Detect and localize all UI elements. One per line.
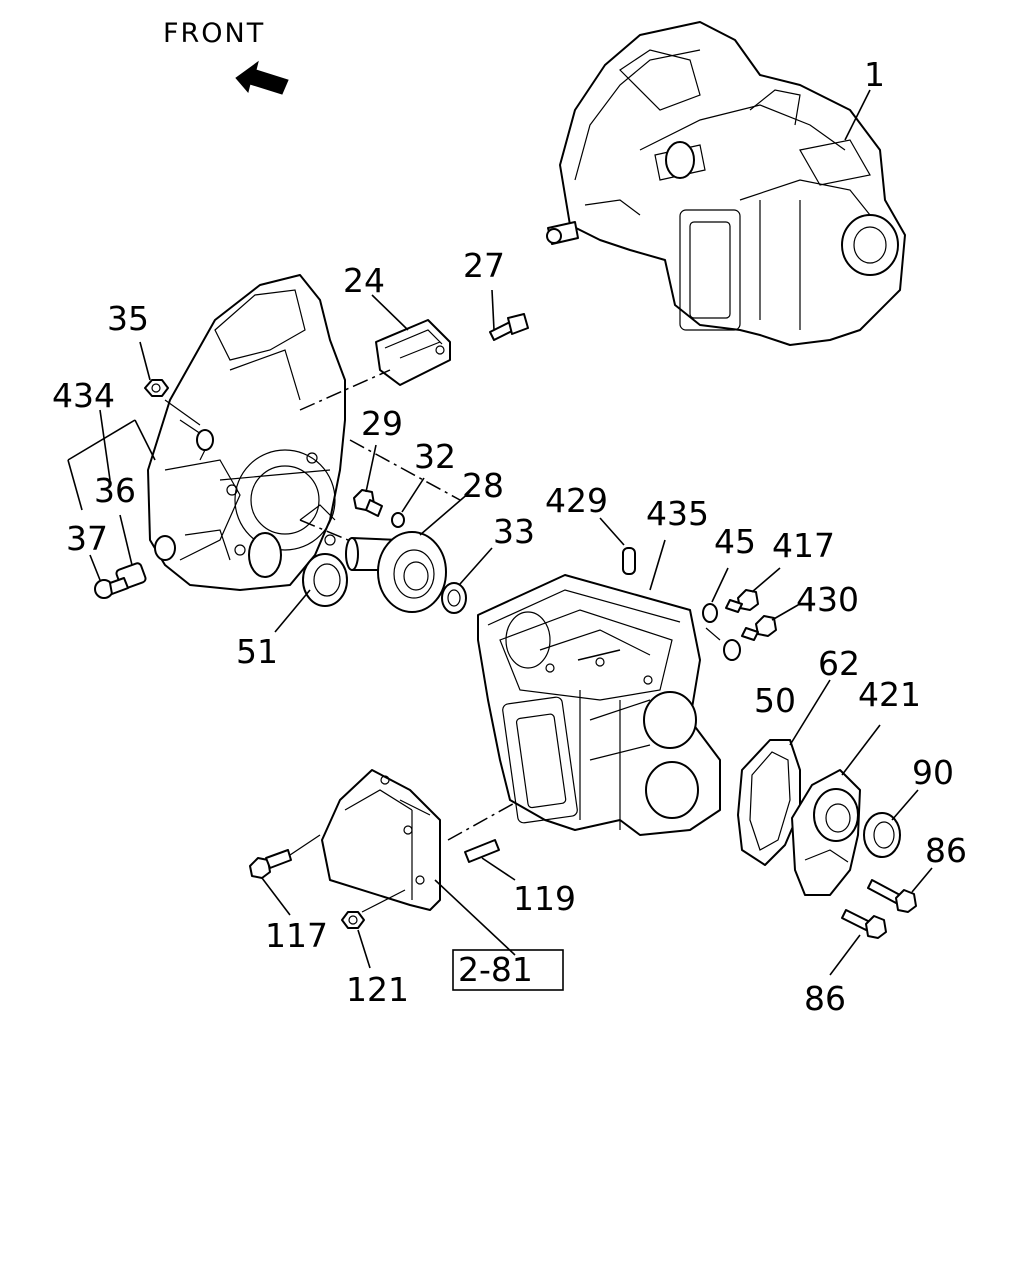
label-430: 430 xyxy=(796,580,859,619)
bolt-86-lower xyxy=(841,909,887,939)
label-29: 29 xyxy=(361,404,403,443)
reference-box xyxy=(452,949,564,991)
label-62: 62 xyxy=(818,644,860,683)
bolt-27 xyxy=(489,313,529,341)
label-36: 36 xyxy=(94,471,136,510)
bolt-37 xyxy=(94,577,129,599)
label-434: 434 xyxy=(52,376,115,415)
label-429: 429 xyxy=(545,481,608,520)
label-421: 421 xyxy=(858,675,921,714)
label-24: 24 xyxy=(343,261,385,300)
label-27: 27 xyxy=(463,246,505,285)
o-ring-32 xyxy=(391,512,405,528)
rear-cover-421 xyxy=(791,769,861,896)
reference-box-label: 2-81 xyxy=(458,950,533,989)
nut-35 xyxy=(144,379,169,397)
label-45: 45 xyxy=(714,522,756,561)
label-86-lower: 86 xyxy=(804,979,846,1018)
pto-cover-assembly xyxy=(321,769,441,911)
bolt-430 xyxy=(741,615,777,641)
label-33: 33 xyxy=(493,512,535,551)
clutch-housing xyxy=(147,274,346,591)
transmission-case xyxy=(477,574,721,836)
front-label: FRONT xyxy=(163,18,265,49)
stud-119 xyxy=(464,839,500,863)
bearing-33 xyxy=(441,582,467,614)
label-119: 119 xyxy=(513,879,576,918)
label-117: 117 xyxy=(265,916,328,955)
pin-429 xyxy=(622,547,636,575)
washer-45 xyxy=(702,603,718,623)
label-90: 90 xyxy=(912,753,954,792)
label-50: 50 xyxy=(754,681,796,720)
label-35: 35 xyxy=(107,299,149,338)
bolt-29 xyxy=(353,489,383,517)
label-121: 121 xyxy=(346,970,409,1009)
label-32: 32 xyxy=(414,437,456,476)
bearing-retainer-28 xyxy=(345,531,447,613)
bolt-117 xyxy=(249,849,292,879)
bolt-417 xyxy=(725,589,759,613)
label-28: 28 xyxy=(462,466,504,505)
cover-plate-24 xyxy=(375,319,451,386)
nut-121 xyxy=(341,911,365,929)
label-435: 435 xyxy=(646,494,709,533)
label-86-upper: 86 xyxy=(925,831,967,870)
transmission-assembly xyxy=(546,21,906,346)
bolt-86-upper xyxy=(867,879,917,913)
front-arrow-icon xyxy=(235,60,289,95)
label-417: 417 xyxy=(772,526,835,565)
washer-50 xyxy=(723,639,741,661)
label-1: 1 xyxy=(864,55,885,94)
oil-seal-51 xyxy=(302,553,348,607)
oil-seal-90 xyxy=(863,812,901,858)
label-37: 37 xyxy=(66,519,108,558)
label-51: 51 xyxy=(236,632,278,671)
gasket-62 xyxy=(737,739,801,866)
